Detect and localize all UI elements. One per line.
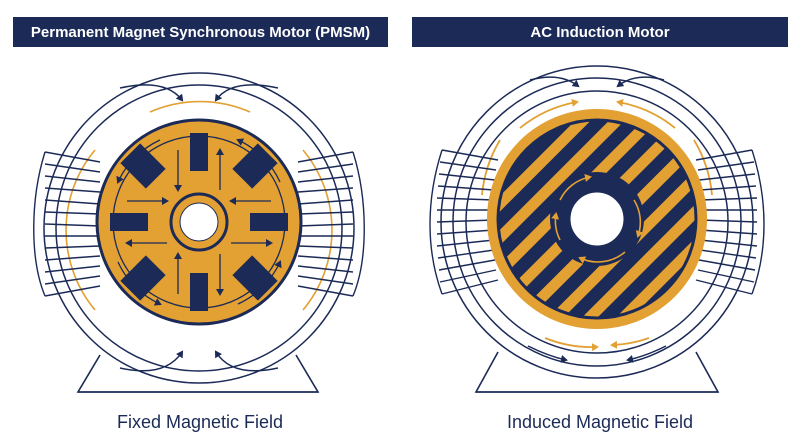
pmsm-base-stand bbox=[76, 354, 320, 393]
induction-caption: Induced Magnetic Field bbox=[400, 407, 800, 437]
pmsm-title: Permanent Magnet Synchronous Motor (PMSM… bbox=[30, 23, 371, 41]
induction-motor-illustration bbox=[429, 65, 765, 393]
induction-title: AC Induction Motor bbox=[530, 23, 670, 41]
magnet-bottom bbox=[190, 273, 208, 311]
induction-housing-arrow-icons bbox=[527, 76, 667, 363]
pmsm-caption: Fixed Magnetic Field bbox=[0, 407, 400, 437]
pmsm-caption-text: Fixed Magnetic Field bbox=[116, 411, 284, 432]
pmsm-left-coil-winding bbox=[33, 151, 101, 297]
pmsm-housing-arrow-icons bbox=[119, 84, 279, 372]
pmsm-motor-illustration bbox=[33, 72, 365, 393]
magnet-top bbox=[190, 133, 208, 171]
pmsm-flux-arrow-icons bbox=[116, 138, 282, 306]
pmsm-right-coil-winding bbox=[297, 151, 365, 297]
pmsm-shaft-hole bbox=[179, 202, 219, 242]
magnet-top-left bbox=[120, 143, 166, 189]
induction-inner-arrow-icons bbox=[551, 174, 644, 264]
magnet-right bbox=[250, 213, 288, 231]
pmsm-rotor bbox=[95, 118, 303, 326]
magnet-bottom-left bbox=[120, 255, 166, 301]
magnet-left bbox=[110, 213, 148, 231]
induction-left-coil-winding bbox=[429, 149, 499, 295]
induction-base-stand bbox=[474, 351, 720, 393]
pmsm-title-banner: Permanent Magnet Synchronous Motor (PMSM… bbox=[13, 17, 388, 47]
induction-right-coil-winding bbox=[695, 149, 765, 295]
pmsm-housing bbox=[43, 72, 355, 384]
induction-caption-text: Induced Magnetic Field bbox=[506, 411, 694, 432]
induction-shaft-hole bbox=[567, 189, 627, 249]
pmsm-permanent-magnets bbox=[110, 133, 288, 311]
induction-orange-field-arcs bbox=[481, 98, 713, 352]
magnet-bottom-right bbox=[232, 255, 278, 301]
induction-title-banner: AC Induction Motor bbox=[412, 17, 788, 47]
magnet-top-right bbox=[232, 143, 278, 189]
